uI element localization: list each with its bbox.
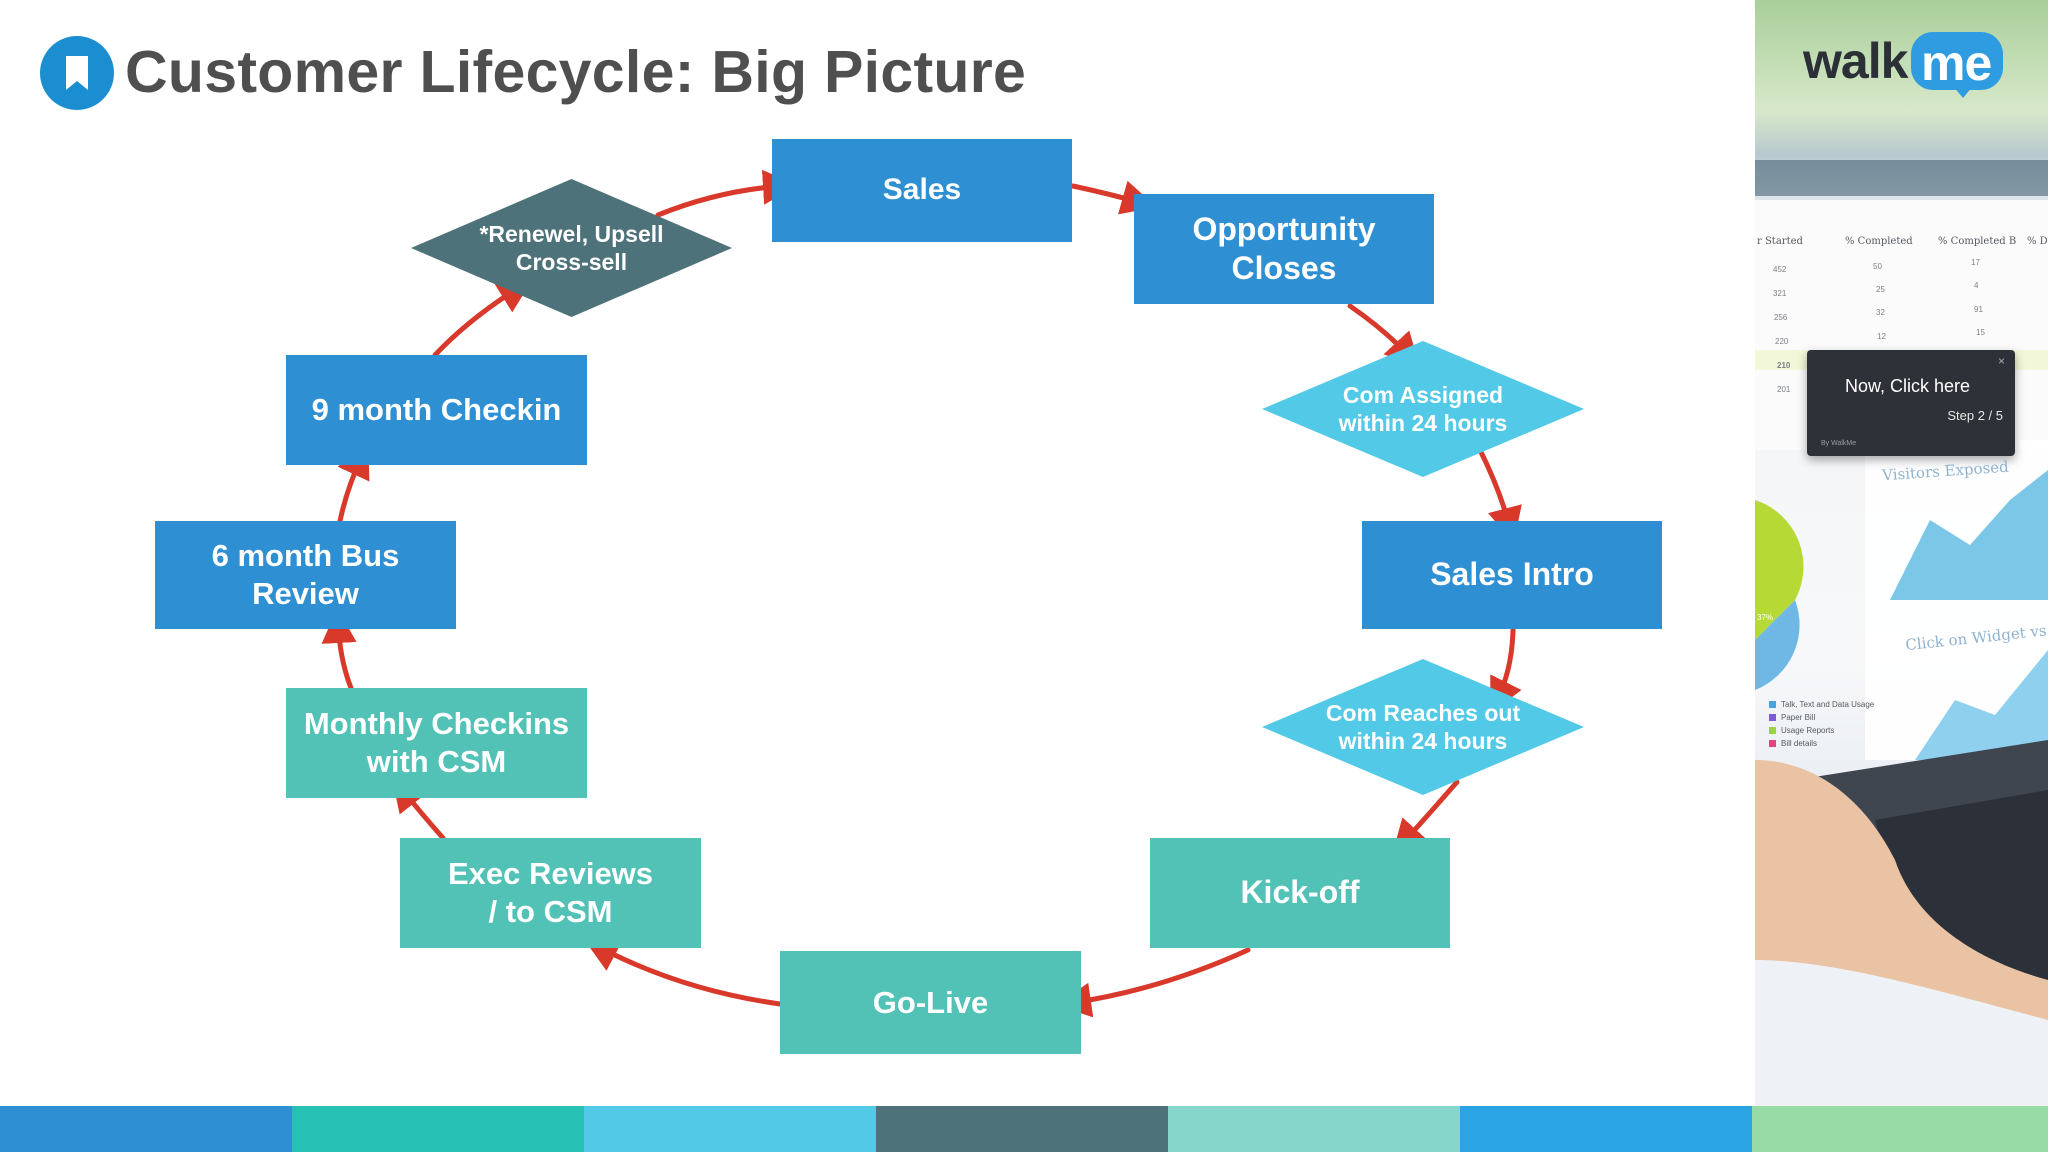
table-header: % Completed B bbox=[1938, 236, 2017, 247]
arrow-com-assigned-to-sales-intro bbox=[1477, 447, 1522, 543]
table-cell: 210 bbox=[1777, 361, 1791, 370]
legend-swatch bbox=[1769, 714, 1776, 722]
node-six-month-review-shape bbox=[155, 521, 456, 629]
node-com-assigned-label: Com Assigned within 24 hours bbox=[1338, 381, 1508, 436]
walkthrough-tooltip[interactable]: × Now, Click here Step 2 / 5 By WalkMe bbox=[1807, 350, 2015, 456]
bottom-bar-segment bbox=[1460, 1106, 1752, 1152]
arrow-sales-to-opportunity-closes bbox=[1070, 180, 1157, 215]
node-kick-off-shape bbox=[1150, 838, 1450, 948]
bottom-bar-segment bbox=[0, 1106, 292, 1152]
walkme-logo: walk me bbox=[1803, 30, 2003, 100]
node-com-assigned-shape bbox=[1262, 341, 1584, 477]
close-icon[interactable]: × bbox=[1997, 354, 2005, 368]
bottom-bar-segment bbox=[1168, 1106, 1460, 1152]
arrow-monthly-checkins-to-six-month-review bbox=[321, 608, 357, 691]
table-cell: 220 bbox=[1775, 337, 1789, 346]
arrow-renewal-to-sales bbox=[655, 169, 798, 218]
pie-label: 37% bbox=[1757, 613, 1774, 622]
legend-item: Paper Bill bbox=[1769, 713, 1815, 722]
legend-item: Bill details bbox=[1769, 739, 1817, 748]
legend-swatch bbox=[1769, 727, 1776, 735]
table-cell: 32 bbox=[1876, 308, 1885, 317]
node-nine-month-checkin-label: 9 month Checkin bbox=[311, 392, 562, 428]
table-cell: 321 bbox=[1773, 289, 1787, 298]
node-nine-month-checkin-shape bbox=[286, 355, 587, 465]
page-title: Customer Lifecycle: Big Picture bbox=[125, 39, 1027, 105]
brand-word-walk: walk bbox=[1803, 33, 1908, 89]
table-cell: 452 bbox=[1773, 265, 1787, 274]
table-header: % D bbox=[2027, 236, 2048, 247]
node-go-live-shape bbox=[780, 951, 1081, 1054]
tooltip-text: Now, Click here bbox=[1845, 376, 1971, 396]
photo-background bbox=[1755, 160, 2048, 1106]
node-opportunity-closes-shape bbox=[1134, 194, 1434, 304]
node-sales-intro-label: Sales Intro bbox=[1430, 556, 1594, 593]
table-cell: 91 bbox=[1974, 305, 1983, 314]
bottom-bar-segment bbox=[292, 1106, 584, 1152]
brand-bubble-tail bbox=[1953, 86, 1973, 98]
node-opportunity-closes-label: Opportunity Closes bbox=[1192, 210, 1376, 286]
brand-bubble bbox=[1911, 32, 2003, 90]
table-cell: 17 bbox=[1971, 258, 1980, 267]
bottom-bar-segment bbox=[1752, 1106, 2048, 1152]
legend-swatch bbox=[1769, 701, 1776, 709]
legend-swatch bbox=[1769, 740, 1776, 748]
node-exec-reviews-label: Exec Reviews / to CSM bbox=[447, 856, 654, 929]
node-com-reaches-out-shape bbox=[1262, 659, 1584, 795]
node-sales-shape bbox=[772, 139, 1072, 242]
node-go-live-label: Go-Live bbox=[872, 984, 989, 1020]
arrow-six-month-review-to-nine-month-checkin bbox=[337, 442, 370, 524]
bottom-color-bar bbox=[0, 1106, 2048, 1152]
brand-word-me: me bbox=[1921, 35, 1992, 91]
node-six-month-review-label: 6 month Bus Review bbox=[211, 538, 400, 611]
table-cell: 15 bbox=[1976, 328, 1985, 337]
lifecycle-diagram bbox=[155, 139, 1662, 1054]
node-renewal-shape bbox=[411, 179, 732, 317]
table-cell: 4 bbox=[1974, 281, 1979, 290]
legend-item: Talk, Text and Data Usage bbox=[1769, 700, 1874, 709]
table-cell: 256 bbox=[1774, 313, 1788, 322]
arrow-com-reaches-out-to-kick-off bbox=[1391, 779, 1460, 856]
bottom-bar-segment bbox=[584, 1106, 876, 1152]
table-cell: 12 bbox=[1877, 332, 1886, 341]
table-cell: 201 bbox=[1777, 385, 1791, 394]
table-header: % Completed bbox=[1845, 236, 1913, 247]
table-cell: 25 bbox=[1876, 285, 1885, 294]
tooltip-step: Step 2 / 5 bbox=[1947, 408, 2003, 423]
node-renewal-label: *Renewel, Upsell Cross-sell bbox=[479, 220, 664, 275]
node-kick-off-label: Kick-off bbox=[1240, 874, 1360, 911]
node-sales-label: Sales bbox=[882, 173, 962, 207]
node-monthly-checkins-label: Monthly Checkins with CSM bbox=[303, 706, 570, 779]
node-exec-reviews-shape bbox=[400, 838, 701, 948]
node-monthly-checkins-shape bbox=[286, 688, 587, 798]
bottom-bar-segment bbox=[876, 1106, 1168, 1152]
bookmark-icon bbox=[40, 36, 114, 110]
table-header: r Started bbox=[1757, 236, 1803, 247]
node-sales-intro-shape bbox=[1362, 521, 1662, 629]
arrow-nine-month-checkin-to-renewal bbox=[432, 279, 533, 358]
node-com-reaches-out-label: Com Reaches out within 24 hours bbox=[1325, 699, 1521, 754]
side-photo-panel: walk me r Started % Completed % Complete… bbox=[1755, 0, 2048, 1106]
legend-item: Usage Reports bbox=[1769, 726, 1834, 735]
table-cell: 50 bbox=[1873, 262, 1882, 271]
tooltip-credit: By WalkMe bbox=[1821, 440, 1857, 447]
arrow-go-live-to-exec-reviews bbox=[583, 938, 783, 1007]
arrow-kick-off-to-go-live bbox=[1056, 947, 1251, 1018]
